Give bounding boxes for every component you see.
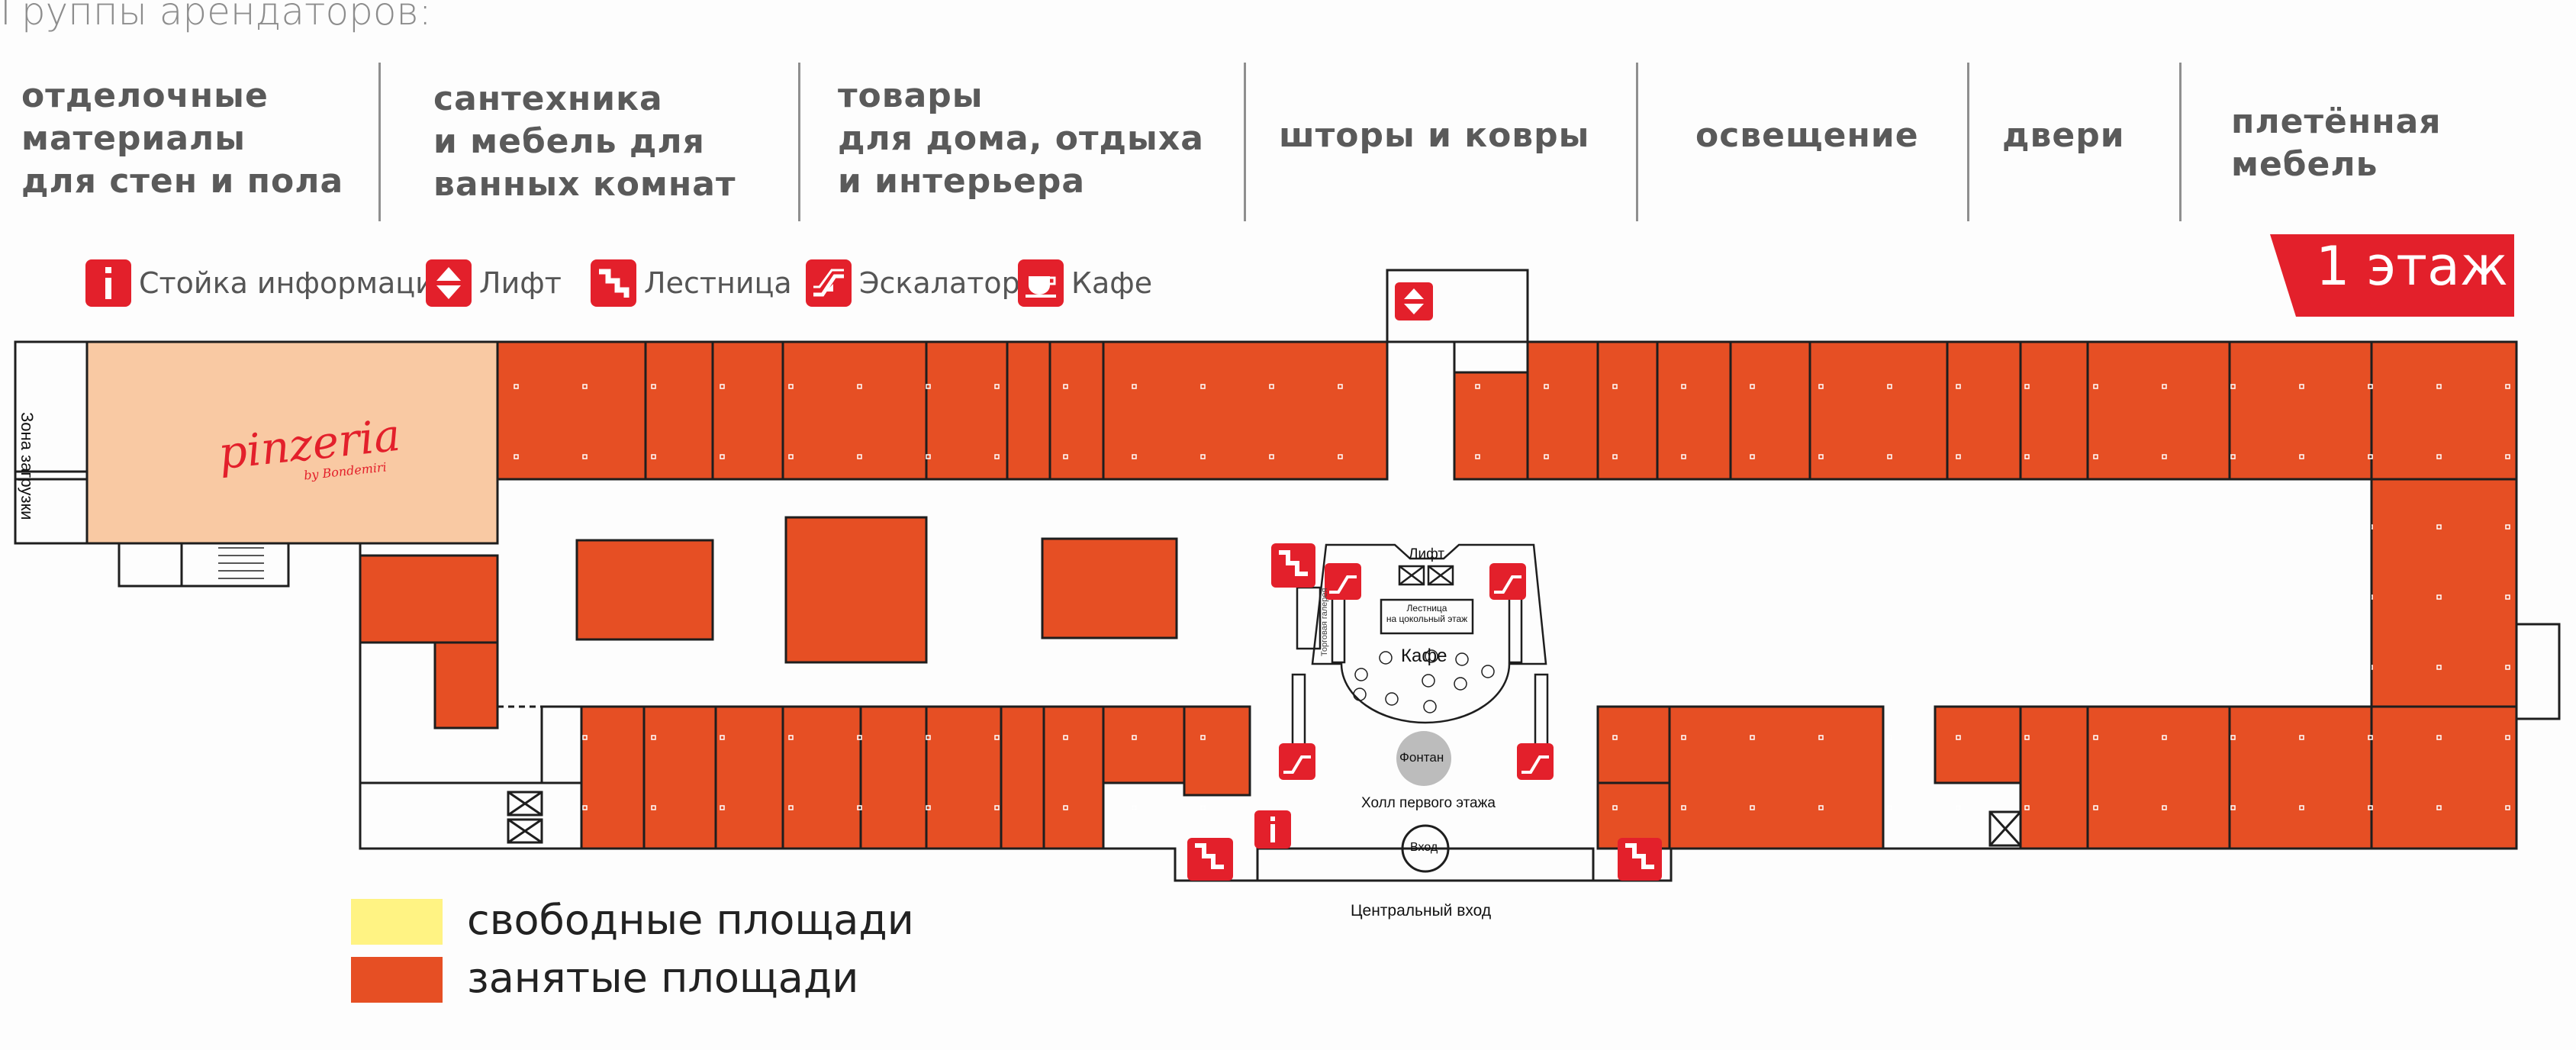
floor-badge — [2270, 234, 2514, 317]
free-area-swatch — [351, 899, 443, 945]
legend-stairs: Лестница — [591, 258, 792, 308]
category-divider — [798, 63, 800, 221]
category-divider — [1244, 63, 1246, 221]
legend-info: Стойка информации — [85, 258, 453, 308]
page-title: Группы арендаторов: — [0, 0, 432, 34]
escalator-icon — [806, 259, 852, 307]
plan-markers — [1187, 282, 1662, 881]
category-finishing-materials: отделочные материалы для стен и пола — [21, 76, 344, 201]
central-entrance-label: Центральный вход — [1351, 902, 1492, 920]
stairs-basement-label: Лестница на цокольный этаж — [1386, 603, 1468, 624]
pinzeria-stairs — [118, 542, 290, 588]
cafe-icon — [1018, 259, 1064, 307]
loading-zone-label: Зона загрузки — [18, 412, 37, 520]
legend-escalator: Эскалатор — [806, 258, 1020, 308]
elevator-icon — [426, 259, 472, 307]
escalator-marker — [1325, 563, 1361, 600]
legend-cafe-label: Кафе — [1071, 266, 1153, 300]
legend-cafe: Кафе — [1018, 258, 1152, 308]
category-divider — [2179, 63, 2182, 221]
stairs-icon — [591, 259, 636, 307]
info-icon — [85, 259, 131, 307]
east-stairs — [2515, 623, 2561, 720]
elevator-marker — [1395, 282, 1433, 320]
escalator-marker — [1517, 743, 1554, 780]
occupied-area-swatch — [351, 957, 443, 1003]
legend-escalator-label: Эскалатор — [859, 266, 1020, 300]
stairs-marker — [1187, 838, 1233, 881]
fountain — [1396, 731, 1451, 786]
category-divider — [1967, 63, 1969, 221]
lift-label: Лифт — [1409, 546, 1444, 562]
escalator-marker — [1489, 563, 1526, 600]
category-plumbing: сантехника и мебель для ванных комнат — [433, 79, 736, 204]
cafe-label: Кафе — [1401, 646, 1447, 666]
trade-gallery-label: Торговая галерея — [1320, 588, 1329, 656]
legend-info-label: Стойка информации — [139, 266, 453, 300]
category-doors: двери — [2002, 116, 2125, 155]
category-wicker-furniture: плетённая мебель — [2231, 102, 2442, 184]
legend-stairs-label: Лестница — [644, 266, 792, 300]
floor-label: 1 этаж — [2316, 235, 2508, 298]
free-area-label: свободные площади — [467, 896, 914, 944]
occupied-area-label: занятые площади — [467, 954, 859, 1002]
legend-elevator-label: Лифт — [479, 266, 562, 300]
hall-label: Холл первого этажа — [1361, 795, 1496, 811]
entrance-label: Вход — [1410, 841, 1438, 854]
category-divider — [378, 63, 381, 221]
category-curtains-carpets: шторы и ковры — [1279, 116, 1590, 155]
entrance-door — [1401, 824, 1450, 873]
legend-elevator: Лифт — [426, 258, 562, 308]
category-home-goods: товары для дома, отдыха и интерьера — [838, 76, 1204, 201]
category-divider — [1636, 63, 1638, 221]
fountain-label: Фонтан — [1399, 750, 1444, 765]
escalator-marker — [1279, 743, 1315, 780]
category-lighting: освещение — [1695, 116, 1919, 155]
stairs-marker — [1618, 838, 1662, 881]
